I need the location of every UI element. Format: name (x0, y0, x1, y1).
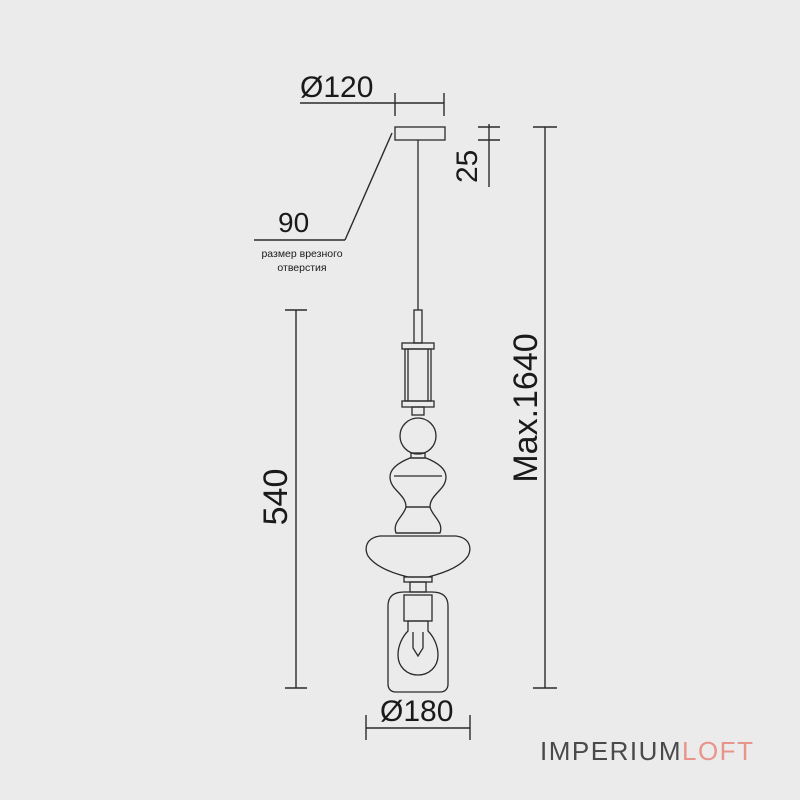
upper-cylinder-cap-top (401, 342, 435, 350)
lower-spindle (394, 506, 442, 534)
canopy-height-label: 25 (451, 150, 484, 183)
ceiling-canopy (394, 126, 446, 141)
glass-shade (387, 591, 449, 693)
cutout-leader-diagonal (344, 132, 393, 241)
glass-ball (399, 417, 437, 455)
upper-cylinder (404, 348, 432, 402)
lamp-socket (403, 594, 433, 622)
bulb-filament (412, 632, 424, 658)
brand-logo-part2: LOFT (682, 736, 755, 766)
brand-logo: IMPERIUMLOFT (540, 736, 754, 767)
shade-diameter-label: Ø180 (380, 695, 453, 728)
disc-collar (403, 576, 433, 583)
upper-spindle (389, 457, 447, 508)
max-height-label: Max.1640 (507, 333, 545, 482)
cutout-label: 90 (278, 207, 309, 238)
cord-connector (413, 309, 423, 344)
neck-connector (411, 406, 425, 416)
socket-holder (409, 581, 427, 593)
body-height-label: 540 (257, 469, 295, 526)
cutout-note-line1: размер врезного (261, 248, 342, 260)
light-bulb (397, 620, 439, 676)
canopy-diameter-label: Ø120 (300, 71, 373, 104)
upper-cylinder-cap-bottom (401, 400, 435, 408)
brand-logo-part1: IMPERIUM (540, 736, 682, 766)
wide-disc (365, 535, 471, 578)
cutout-note-line2: отверстия (277, 262, 326, 274)
